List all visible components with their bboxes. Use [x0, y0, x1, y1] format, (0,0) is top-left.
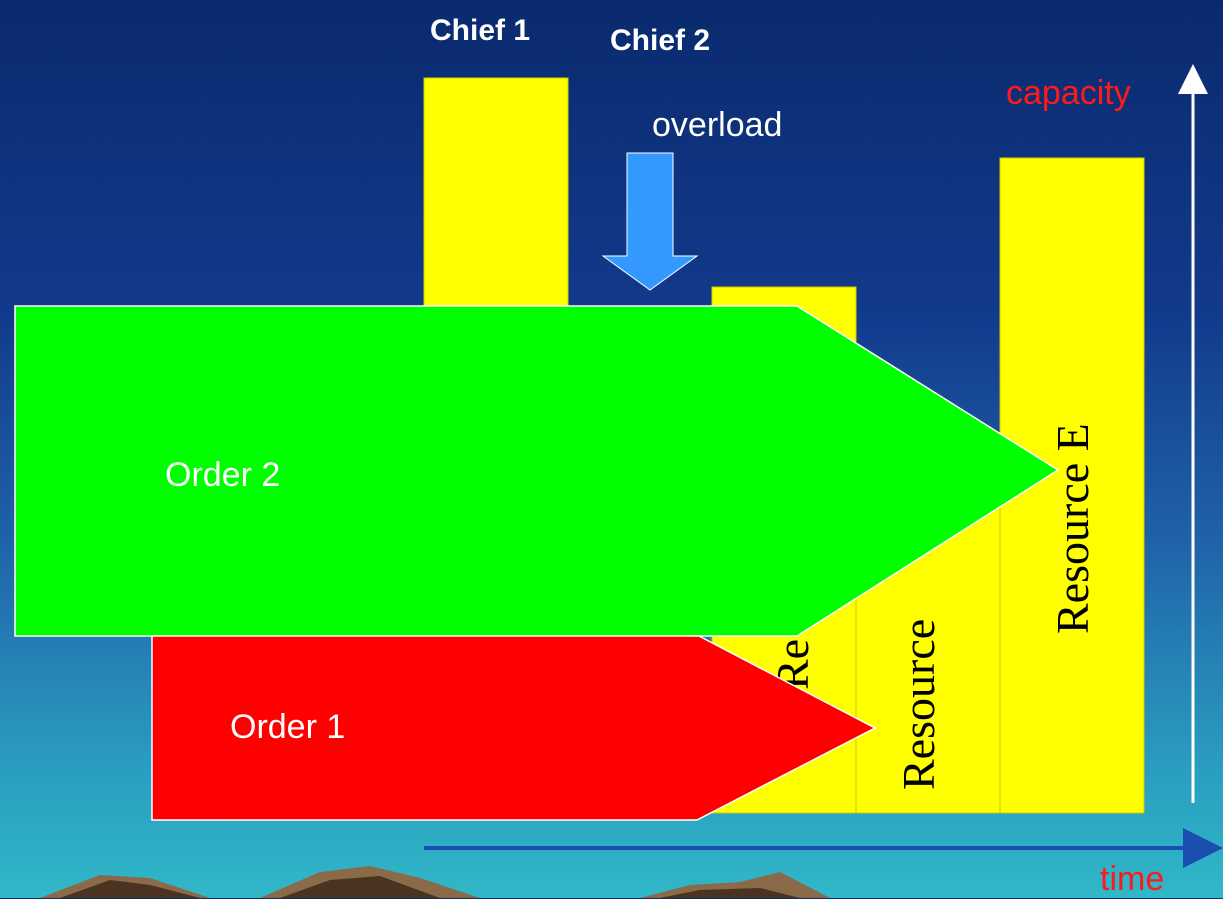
resource-d-label: Resource — [893, 619, 944, 790]
capacity-axis-label: capacity — [1006, 74, 1131, 112]
mountain-icon — [40, 866, 830, 898]
order-1-label: Order 1 — [230, 708, 346, 746]
time-axis-label: time — [1100, 860, 1165, 898]
chief-1-label: Chief 1 — [430, 14, 531, 47]
chief-2-label: Chief 2 — [610, 24, 711, 57]
overload-arrow-icon — [601, 152, 699, 291]
overload-label: overload — [652, 106, 783, 144]
order-2-label: Order 2 — [165, 456, 281, 494]
resource-e-label: Resource E — [1047, 423, 1098, 634]
order2-arrow — [14, 305, 1060, 637]
